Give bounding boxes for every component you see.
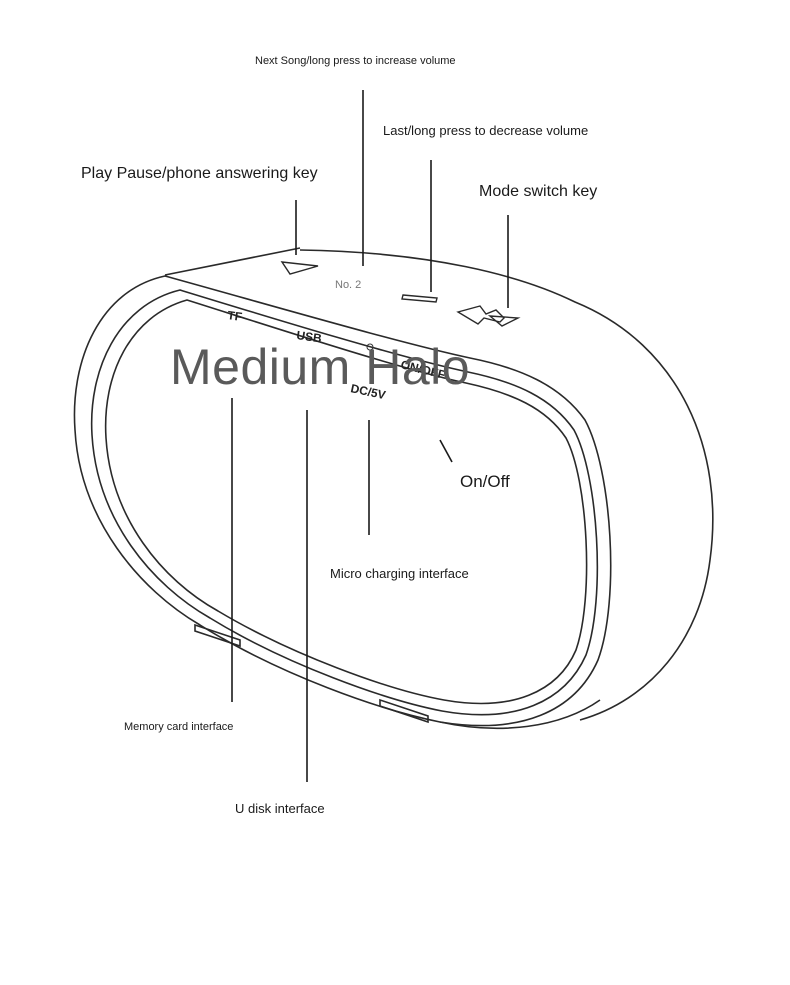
- u-disk-label: U disk interface: [235, 801, 325, 816]
- port-tf-label: TF: [227, 308, 243, 324]
- play-pause-button: [280, 261, 319, 275]
- play-pause-label: Play Pause/phone answering key: [81, 165, 318, 182]
- mode-switch-button: [456, 305, 505, 325]
- on-off-label: On/Off: [460, 472, 510, 491]
- last-button: [401, 294, 438, 303]
- next-song-label: Next Song/long press to increase volume: [255, 55, 456, 67]
- button-number-label: No. 2: [335, 279, 361, 291]
- indicator-hole: [366, 343, 374, 351]
- on-off-callout: [439, 439, 453, 463]
- memory-card-label: Memory card interface: [124, 721, 234, 733]
- watermark: Medium Halo: [170, 339, 471, 395]
- port-usb-label: USB: [296, 328, 323, 345]
- callout-lines: [231, 90, 509, 782]
- speaker-body: [73, 247, 714, 730]
- mode-switch-label: Mode switch key: [479, 183, 598, 200]
- micro-charging-label: Micro charging interface: [330, 566, 469, 581]
- next-button: [487, 315, 521, 327]
- top-buttons: [280, 261, 521, 327]
- last-label: Last/long press to decrease volume: [383, 123, 589, 138]
